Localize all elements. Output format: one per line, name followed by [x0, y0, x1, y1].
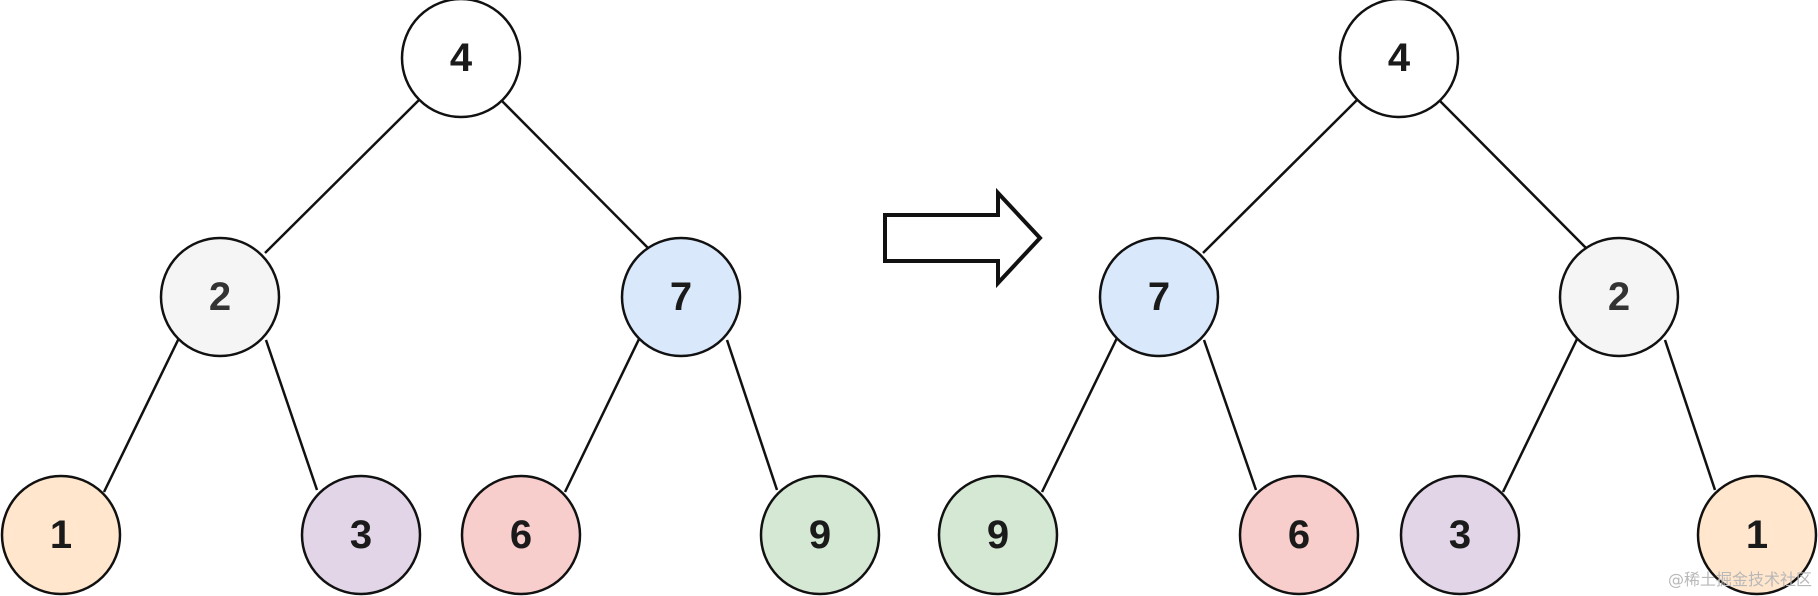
- transform-arrow-icon: [883, 187, 1043, 289]
- watermark-text: @稀土掘金技术社区: [1667, 570, 1812, 589]
- left-tree-node-left-right-label: 3: [350, 513, 372, 557]
- left-tree-node-left-left-label: 1: [50, 513, 72, 557]
- right-tree-node-left-circle: [1098, 236, 1220, 358]
- right-tree: 4 7 2 9 6 3 1: [937, 0, 1818, 596]
- right-tree-edge-left-leftleft: [1040, 337, 1119, 493]
- right-tree-node-right-left: 3: [1399, 474, 1521, 596]
- right-tree-node-root: 4: [1338, 0, 1460, 119]
- right-tree-node-right-left-label: 3: [1449, 513, 1471, 557]
- left-tree-node-right-right: 9: [759, 474, 881, 596]
- right-tree-node-left-right-label: 6: [1288, 513, 1310, 557]
- right-tree-node-left-label: 7: [1148, 275, 1170, 319]
- right-tree-node-root-circle: [1338, 0, 1460, 119]
- right-tree-node-left-left: 9: [937, 474, 1059, 596]
- left-tree-node-right-circle: [620, 236, 742, 358]
- left-tree-node-right-right-label: 9: [809, 513, 831, 557]
- right-tree-node-left-left-circle: [937, 474, 1059, 596]
- left-tree-node-right: 7: [620, 236, 742, 358]
- right-tree-node-right-right-circle: [1696, 474, 1818, 596]
- left-tree-edge-root-left: [264, 99, 420, 254]
- left-tree-node-left: 2: [159, 236, 281, 358]
- right-tree-node-right-label: 2: [1608, 275, 1630, 319]
- right-tree-edge-left-leftright: [1202, 339, 1258, 491]
- right-tree-node-right-left-circle: [1399, 474, 1521, 596]
- left-tree-node-left-left: 1: [0, 474, 122, 596]
- left-tree-node-left-left-circle: [0, 474, 122, 596]
- left-tree-node-left-right: 3: [300, 474, 422, 596]
- left-tree-node-left-circle: [159, 236, 281, 358]
- right-tree-node-left-left-label: 9: [987, 513, 1009, 557]
- right-tree-node-left: 7: [1098, 236, 1220, 358]
- right-tree-edge-root-left: [1202, 99, 1358, 254]
- right-tree-node-right-right: 1: [1696, 474, 1818, 596]
- right-tree-node-right: 2: [1558, 236, 1680, 358]
- left-tree-edge-right-rightleft: [563, 336, 642, 493]
- left-tree-node-right-left-label: 6: [510, 513, 532, 557]
- left-tree-node-left-label: 2: [209, 275, 231, 319]
- right-tree-node-right-circle: [1558, 236, 1680, 358]
- left-tree-node-root: 4: [400, 0, 522, 119]
- right-tree-node-left-right: 6: [1238, 474, 1360, 596]
- left-tree-edge-root-right: [500, 99, 651, 251]
- left-tree-node-root-label: 4: [450, 36, 473, 80]
- right-tree-node-left-right-circle: [1238, 474, 1360, 596]
- right-tree-node-root-label: 4: [1388, 36, 1411, 80]
- right-tree-edge-right-rightleft: [1501, 336, 1580, 493]
- left-tree-node-right-label: 7: [670, 275, 692, 319]
- right-tree-edge-root-right: [1438, 99, 1589, 251]
- left-tree: 4 2 7 1 3 6 9: [0, 0, 881, 596]
- right-tree-edge-right-rightright: [1663, 339, 1717, 491]
- right-tree-node-right-right-label: 1: [1746, 513, 1768, 557]
- left-tree-edge-left-leftleft: [102, 337, 181, 493]
- left-tree-edge-left-leftright: [264, 339, 319, 491]
- left-tree-node-right-left-circle: [460, 474, 582, 596]
- left-tree-node-right-right-circle: [759, 474, 881, 596]
- left-tree-node-right-left: 6: [460, 474, 582, 596]
- left-tree-node-root-circle: [400, 0, 522, 119]
- left-tree-edge-right-rightright: [725, 339, 779, 491]
- left-tree-node-left-right-circle: [300, 474, 422, 596]
